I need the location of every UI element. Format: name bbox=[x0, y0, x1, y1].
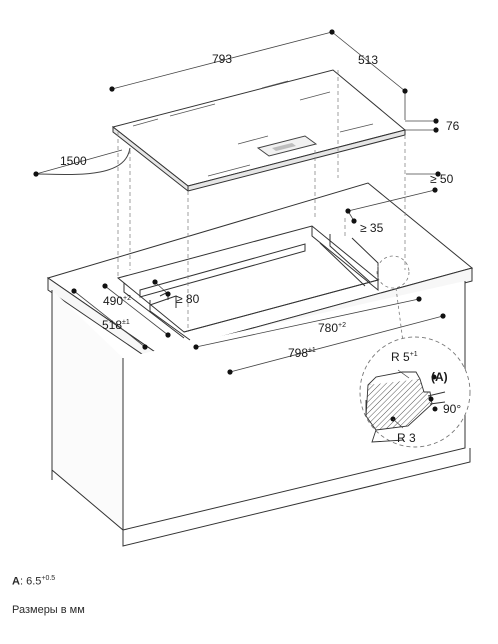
edge-profile-detail bbox=[365, 371, 446, 443]
countertop-cutout bbox=[116, 225, 380, 341]
dim-dot bbox=[227, 369, 233, 375]
dim-cutout-518: 518±1 bbox=[102, 318, 130, 332]
dim-dot bbox=[440, 313, 446, 319]
dim-dot bbox=[431, 374, 437, 380]
footnote-key: A bbox=[12, 575, 20, 588]
power-cable bbox=[35, 147, 131, 175]
dim-cutout-490: 490+2 bbox=[103, 294, 131, 308]
footnote-a: A: 6.5+0.5 bbox=[12, 575, 55, 588]
dim-min-50: ≥ 50 bbox=[430, 172, 454, 186]
units-note: Размеры в мм bbox=[12, 604, 85, 616]
dim-dot bbox=[33, 171, 39, 177]
footnote-tolerance: +0.5 bbox=[41, 575, 56, 582]
dim-cutout-780: 780+2 bbox=[318, 321, 346, 335]
detail-callout: R 5+1 (A) 90° R 3 bbox=[359, 255, 471, 448]
dim-dot bbox=[165, 291, 171, 297]
detail-radius-bottom: R 3 bbox=[397, 431, 416, 445]
dim-width-793: 793 bbox=[212, 52, 232, 66]
hob-surface-markings bbox=[132, 80, 374, 177]
dim-min-80: ≥ 80 bbox=[176, 292, 200, 306]
dim-dot bbox=[435, 171, 441, 177]
touch-control-panel bbox=[256, 135, 318, 157]
dim-dot bbox=[402, 88, 408, 94]
dimension-lines bbox=[35, 31, 444, 373]
dim-dot bbox=[433, 118, 439, 124]
detail-angle: 90° bbox=[443, 402, 461, 416]
dim-dot bbox=[428, 396, 434, 402]
dimension-end-points bbox=[33, 29, 446, 375]
dim-dot bbox=[109, 86, 115, 92]
dim-dot bbox=[193, 344, 199, 350]
dim-depth-513: 513 bbox=[358, 53, 378, 67]
dim-dot bbox=[165, 332, 171, 338]
dim-dot bbox=[71, 288, 77, 294]
dim-dot bbox=[345, 208, 351, 214]
dim-dot bbox=[416, 296, 422, 302]
dim-dot bbox=[329, 29, 335, 35]
detail-marker-a: (A) bbox=[431, 370, 448, 384]
dim-cable-1500: 1500 bbox=[60, 154, 87, 168]
dim-dot bbox=[142, 344, 148, 350]
footnote-value: 6.5 bbox=[23, 575, 42, 588]
dim-dot bbox=[433, 127, 439, 133]
dim-dot bbox=[102, 283, 108, 289]
detail-radius-top: R 5+1 bbox=[391, 350, 418, 364]
dim-dot bbox=[152, 279, 158, 285]
installation-diagram: 793 513 76 1500 ≥ 50 ≥ 35 490+2 518±1 ≥ … bbox=[33, 29, 474, 547]
dim-height-76: 76 bbox=[446, 119, 460, 133]
dim-cutout-798: 798±1 bbox=[288, 346, 316, 360]
cabinet bbox=[46, 182, 474, 547]
footnote-separator: : bbox=[19, 575, 24, 588]
dim-min-35: ≥ 35 bbox=[360, 221, 384, 235]
dim-dot bbox=[351, 218, 357, 224]
dim-dot bbox=[432, 187, 438, 193]
hob bbox=[111, 69, 407, 193]
projection-lines bbox=[117, 70, 406, 332]
dim-dot bbox=[432, 406, 438, 412]
